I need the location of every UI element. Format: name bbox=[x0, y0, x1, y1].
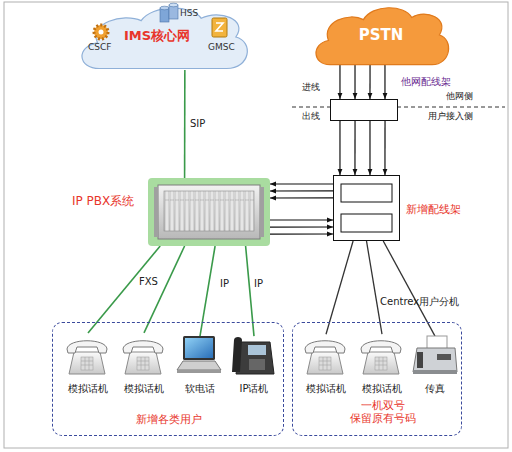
fax-machine: 传真 bbox=[410, 331, 460, 395]
rack-slots bbox=[164, 191, 254, 231]
connector bbox=[339, 63, 340, 99]
node-text: IMS核心网 bbox=[124, 28, 190, 44]
node-text: 软电话 bbox=[175, 383, 225, 395]
analog-phone-icon bbox=[67, 341, 107, 374]
edge-label: SIP bbox=[190, 118, 205, 130]
fax-machine-icon bbox=[413, 336, 457, 374]
frame-module bbox=[341, 214, 392, 232]
analog-phone: 模拟话机 bbox=[119, 331, 169, 395]
analog-phone-icon bbox=[361, 341, 401, 374]
gear-hole bbox=[99, 30, 104, 35]
connector bbox=[369, 63, 370, 99]
connector bbox=[270, 219, 333, 220]
node-text: GMSC bbox=[208, 42, 235, 53]
ip-phone: IP话机 bbox=[229, 331, 279, 395]
new-users-group: 新增各类用户模拟话机模拟话机软电话IP话机 bbox=[52, 322, 284, 436]
edge-label: Centrex用户分机 bbox=[380, 296, 459, 308]
connector bbox=[339, 121, 340, 175]
analog-phone: 模拟话机 bbox=[63, 331, 113, 395]
edge-label: IP bbox=[220, 278, 229, 290]
connector bbox=[270, 226, 333, 227]
db-cylinder bbox=[169, 5, 178, 19]
switch-mark bbox=[216, 23, 223, 31]
connector bbox=[369, 121, 370, 175]
rack-ear bbox=[154, 187, 158, 237]
softphone: 软电话 bbox=[175, 331, 225, 395]
ip-phone-icon bbox=[232, 337, 274, 374]
connector bbox=[384, 121, 385, 175]
switch-body bbox=[212, 18, 227, 37]
db-top bbox=[169, 3, 178, 7]
rack-chassis bbox=[158, 185, 260, 239]
frame-module bbox=[341, 184, 392, 202]
analog-phone: 模拟话机 bbox=[357, 331, 407, 395]
analog-phone: 模拟话机 bbox=[301, 331, 351, 395]
analog-phone-icon bbox=[305, 341, 345, 374]
side-label: 他网侧 bbox=[446, 91, 473, 102]
db-cylinder bbox=[160, 8, 169, 22]
gear-body bbox=[94, 25, 108, 39]
db-top bbox=[160, 6, 169, 10]
node-text: 他网配线架 bbox=[401, 76, 451, 88]
pstn-cloud: PSTN bbox=[308, 2, 454, 68]
edge-label: IP bbox=[254, 278, 263, 290]
side-label: 进线 bbox=[302, 82, 320, 93]
node-text: 一机双号 保留原有号码 bbox=[345, 399, 421, 425]
hss-database-icon bbox=[160, 3, 178, 22]
gmsc-switch-icon bbox=[212, 18, 227, 37]
node-text: CSCF bbox=[88, 42, 111, 53]
connector bbox=[367, 241, 383, 334]
node-text: PSTN bbox=[308, 26, 454, 44]
connector bbox=[270, 190, 333, 191]
ip-pbx-rack bbox=[154, 185, 264, 239]
cloud-shape bbox=[82, 8, 247, 68]
connector bbox=[384, 63, 385, 99]
node-text: 新增各类用户 bbox=[53, 413, 285, 426]
rack-ear bbox=[260, 187, 264, 237]
connector bbox=[184, 70, 186, 178]
new-distribution-frame: 新增配线架 bbox=[333, 175, 400, 241]
dual-number-group: 一机双号 保留原有号码模拟话机模拟话机传真 bbox=[292, 322, 462, 436]
connector bbox=[270, 233, 333, 234]
node-text: IP话机 bbox=[229, 383, 279, 395]
connector bbox=[326, 241, 353, 334]
connector bbox=[354, 63, 355, 99]
network-boundary-line bbox=[292, 107, 505, 108]
connector bbox=[270, 183, 333, 184]
node-text: IP PBX系统 bbox=[72, 194, 134, 208]
analog-phone-icon bbox=[123, 341, 163, 374]
connector bbox=[144, 246, 185, 333]
side-label: 出线 bbox=[302, 111, 320, 122]
ip-pbx-box: IP PBX系统 bbox=[148, 178, 270, 246]
node-text: 模拟话机 bbox=[357, 383, 407, 395]
node-text: 模拟话机 bbox=[119, 383, 169, 395]
outer-border bbox=[4, 2, 508, 448]
node-text: 新增配线架 bbox=[406, 203, 461, 216]
node-text: 模拟话机 bbox=[301, 383, 351, 395]
other-network-frame: 他网配线架 bbox=[330, 99, 398, 121]
node-text: 模拟话机 bbox=[63, 383, 113, 395]
node-text: HSS bbox=[180, 8, 198, 19]
node-text: 传真 bbox=[410, 383, 460, 395]
connector bbox=[354, 121, 355, 175]
ims-core-cloud: IMS核心网 CSCF HSS GMSC bbox=[72, 2, 254, 72]
side-label: 用户接入侧 bbox=[428, 111, 473, 122]
cscf-gear-icon bbox=[94, 25, 108, 39]
edge-label: FXS bbox=[139, 276, 158, 288]
connector bbox=[270, 197, 333, 198]
softphone-laptop-icon bbox=[177, 336, 221, 373]
